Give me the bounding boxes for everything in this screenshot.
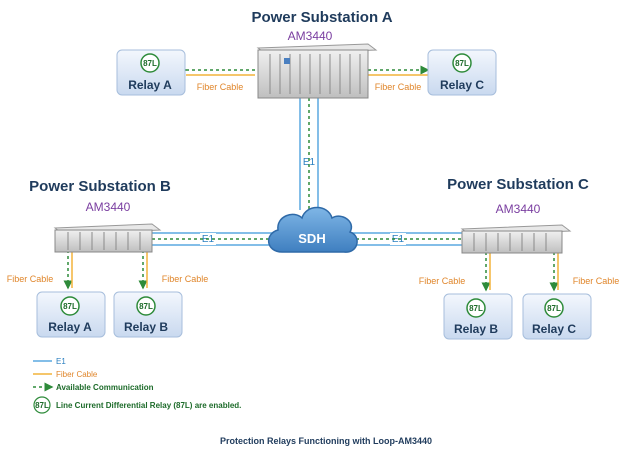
relay-87l-icon bbox=[544, 298, 564, 318]
e1-label-top: E1 bbox=[303, 157, 316, 168]
am3440-rack-b bbox=[53, 223, 162, 253]
relay-badge: 87L bbox=[139, 302, 153, 311]
relay-87l-icon bbox=[466, 298, 486, 318]
am3440-rack-a bbox=[256, 43, 378, 99]
fiber-label-b-right: Fiber Cable bbox=[162, 274, 209, 284]
legend-e1: E1 bbox=[56, 357, 66, 366]
substation-c-model: AM3440 bbox=[496, 202, 541, 216]
substation-c-title: Power Substation C bbox=[447, 176, 589, 193]
relay-87l-icon bbox=[60, 296, 80, 316]
relay-c-left: 87L Relay B bbox=[443, 293, 513, 340]
legend-comm: Available Communication bbox=[56, 383, 154, 392]
relay-badge: 87L bbox=[143, 59, 157, 68]
relay-badge: 87L bbox=[455, 59, 469, 68]
relay-b-right: 87L Relay B bbox=[113, 291, 183, 338]
relay-badge: 87L bbox=[547, 304, 561, 313]
fiber-label-a-left: Fiber Cable bbox=[197, 82, 244, 92]
legend-badge: 87L bbox=[35, 401, 49, 410]
legend-fiber: Fiber Cable bbox=[56, 370, 98, 379]
relay-b-left: 87L Relay A bbox=[36, 291, 106, 338]
relay-label: Relay B bbox=[124, 320, 168, 334]
legend-relay-note: Line Current Differential Relay (87L) ar… bbox=[56, 401, 241, 410]
substation-b-title: Power Substation B bbox=[29, 178, 171, 195]
relay-a-right: 87L Relay C bbox=[427, 49, 497, 96]
substation-a-model: AM3440 bbox=[288, 29, 333, 43]
relay-label: Relay A bbox=[48, 320, 92, 334]
relay-87l-icon bbox=[136, 296, 156, 316]
relay-label: Relay C bbox=[440, 78, 484, 92]
am3440-rack-c bbox=[460, 224, 572, 254]
relay-label: Relay C bbox=[532, 322, 576, 336]
relay-badge: 87L bbox=[63, 302, 77, 311]
relay-label: Relay A bbox=[128, 78, 172, 92]
substation-b-model: AM3440 bbox=[86, 200, 131, 214]
relay-label: Relay B bbox=[454, 322, 498, 336]
sdh-label: SDH bbox=[298, 231, 325, 246]
fiber-label-a-right: Fiber Cable bbox=[375, 82, 422, 92]
fiber-lines bbox=[71, 74, 559, 290]
sdh-cloud: SDH bbox=[268, 206, 358, 253]
diagram-caption: Protection Relays Functioning with Loop-… bbox=[220, 436, 432, 446]
legend-87l-icon bbox=[33, 396, 51, 414]
relay-badge: 87L bbox=[469, 304, 483, 313]
relay-c-right: 87L Relay C bbox=[522, 293, 592, 340]
relay-87l-icon bbox=[452, 53, 472, 73]
e1-label-bg-top bbox=[301, 155, 317, 168]
relay-a-left: 87L Relay A bbox=[116, 49, 186, 96]
comm-paths bbox=[63, 65, 559, 292]
fiber-label-c-right: Fiber Cable bbox=[573, 276, 620, 286]
relay-87l-icon bbox=[140, 53, 160, 73]
fiber-label-b-left: Fiber Cable bbox=[7, 274, 54, 284]
fiber-label-c-left: Fiber Cable bbox=[419, 276, 466, 286]
substation-a-title: Power Substation A bbox=[251, 9, 392, 26]
legend: E1 Fiber Cable Available Communication 8… bbox=[33, 357, 241, 414]
